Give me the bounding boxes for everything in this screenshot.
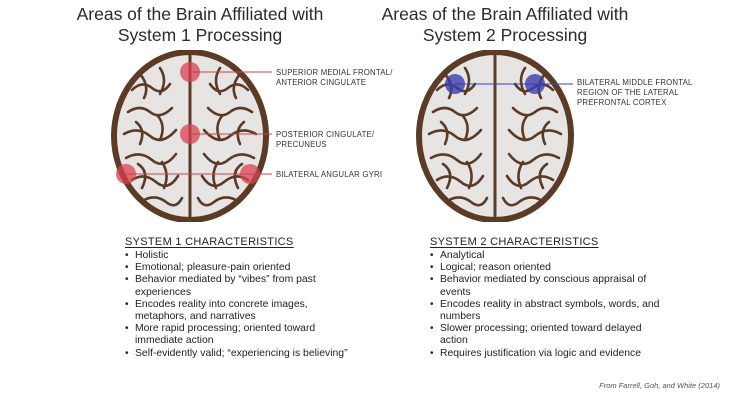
callout-angular-gyri: BILATERAL ANGULAR GYRI [276,170,382,180]
system2-title-line1: Areas of the Brain Affiliated with [381,4,629,24]
list-item: Requires justification via logic and evi… [430,348,660,360]
list-item: Behavior mediated by conscious appraisal… [430,274,660,298]
left-middle-frontal-dot [445,74,465,94]
right-middle-frontal-dot [525,74,545,94]
list-item: Analytical [430,250,660,262]
system1-characteristics-title: SYSTEM 1 CHARACTERISTICS [125,236,294,248]
system2-characteristics-title: SYSTEM 2 CHARACTERISTICS [430,236,599,248]
callout-line: PRECUNEUS [276,140,327,149]
callout-line: BILATERAL ANGULAR GYRI [276,170,383,179]
list-item: Holistic [125,250,355,262]
callout-superior-medial-frontal: SUPERIOR MEDIAL FRONTAL/ ANTERIOR CINGUL… [276,68,393,88]
list-item: Encodes reality in abstract symbols, wor… [430,299,660,323]
list-item: More rapid processing; oriented toward i… [125,323,355,347]
list-item: Behavior mediated by “vibes” from past e… [125,274,355,298]
callout-line: BILATERAL MIDDLE FRONTAL [577,78,693,87]
superior-medial-frontal-dot [180,62,200,82]
list-item: Logical; reason oriented [430,262,660,274]
system2-characteristics-list: Analytical Logical; reason oriented Beha… [430,250,660,360]
callout-middle-frontal: BILATERAL MIDDLE FRONTAL REGION OF THE L… [577,78,693,108]
system1-brain-illustration [111,50,269,222]
system1-panel: Areas of the Brain Affiliated with Syste… [50,0,393,400]
list-item: Emotional; pleasure-pain oriented [125,262,355,274]
brain-outline [416,50,574,222]
callout-line: POSTERIOR CINGULATE/ [276,130,375,139]
system2-characteristics: SYSTEM 2 CHARACTERISTICS Analytical Logi… [430,236,660,360]
system2-panel: Areas of the Brain Affiliated with Syste… [355,0,693,400]
system2-title: Areas of the Brain Affiliated with Syste… [355,4,655,46]
system1-title-line1: Areas of the Brain Affiliated with [76,4,324,24]
system1-title-line2: System 1 Processing [117,25,283,45]
list-item: Self-evidently valid; “experiencing is b… [125,348,355,360]
list-item: Encodes reality into concrete images, me… [125,299,355,323]
callout-posterior-cingulate: POSTERIOR CINGULATE/ PRECUNEUS [276,130,374,150]
callout-line: REGION OF THE LATERAL [577,88,679,97]
list-item: Slower processing; oriented toward delay… [430,323,660,347]
system1-characteristics: SYSTEM 1 CHARACTERISTICS Holistic Emotio… [125,236,355,360]
callout-line: ANTERIOR CINGULATE [276,78,367,87]
callout-line: PREFRONTAL CORTEX [577,98,667,107]
callout-line: SUPERIOR MEDIAL FRONTAL/ [276,68,393,77]
system2-title-line2: System 2 Processing [422,25,588,45]
right-angular-gyrus-dot [240,164,260,184]
source-citation: From Farrell, Goh, and White (2014) [599,381,720,390]
left-angular-gyrus-dot [116,164,136,184]
system1-title: Areas of the Brain Affiliated with Syste… [50,4,350,46]
brain-gyri [122,66,258,207]
system2-brain-illustration [416,50,574,222]
system1-characteristics-list: Holistic Emotional; pleasure-pain orient… [125,250,355,360]
posterior-cingulate-dot [180,124,200,144]
